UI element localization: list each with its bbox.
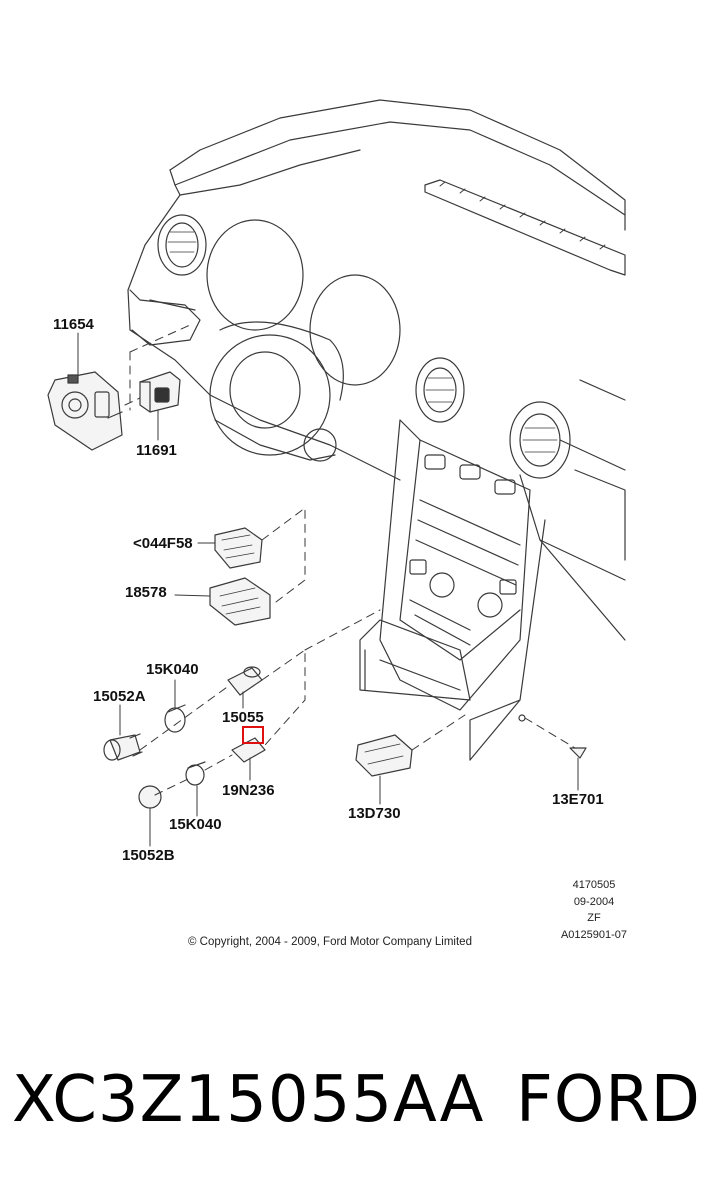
switch-18578 <box>209 577 271 626</box>
callout-11654: 11654 <box>53 316 94 333</box>
callout-15K040-top: 15K040 <box>146 661 199 678</box>
callout-19N236: 19N236 <box>222 782 275 799</box>
drawing-date: 09-2004 <box>573 896 615 908</box>
retainer-15K040-top <box>164 704 186 733</box>
drawing-number: 4170505 <box>572 879 616 891</box>
fog-lamp-switch <box>139 371 181 413</box>
brand-title: FORD <box>516 1063 701 1137</box>
drawing-code: ZF <box>587 912 601 924</box>
retainer-15K040-bottom <box>185 761 206 786</box>
assembly-lines <box>124 324 576 796</box>
callout-18578: 18578 <box>125 584 167 601</box>
part-number-title: XC3Z15055AA <box>12 1063 485 1137</box>
callout-15055: 15055 <box>222 709 264 726</box>
callout-044F58: <044F58 <box>133 535 193 552</box>
callout-15052B: 15052B <box>122 847 175 864</box>
socket-15055 <box>227 666 263 696</box>
callout-13E701: 13E701 <box>552 791 604 808</box>
callout-13D730: 13D730 <box>348 805 401 822</box>
callout-15052A: 15052A <box>93 688 146 705</box>
copyright-notice: © Copyright, 2004 - 2009, Ford Motor Com… <box>188 936 472 948</box>
highlighted-part-marker <box>242 726 264 744</box>
drawing-reference: A0125901-07 <box>560 929 628 941</box>
callout-15K040-bottom: 15K040 <box>169 816 222 833</box>
headlamp-switch <box>47 371 123 451</box>
switch-044F58 <box>214 527 263 569</box>
cap-15052B <box>138 785 162 809</box>
lighter-15052A <box>103 733 143 761</box>
dashboard-outline <box>127 99 626 761</box>
exploded-parts-diagram <box>47 99 626 847</box>
switch-13D730 <box>355 734 413 777</box>
leader-lines <box>77 332 579 847</box>
clip-13E701 <box>518 714 587 759</box>
callout-11691: 11691 <box>136 442 177 459</box>
